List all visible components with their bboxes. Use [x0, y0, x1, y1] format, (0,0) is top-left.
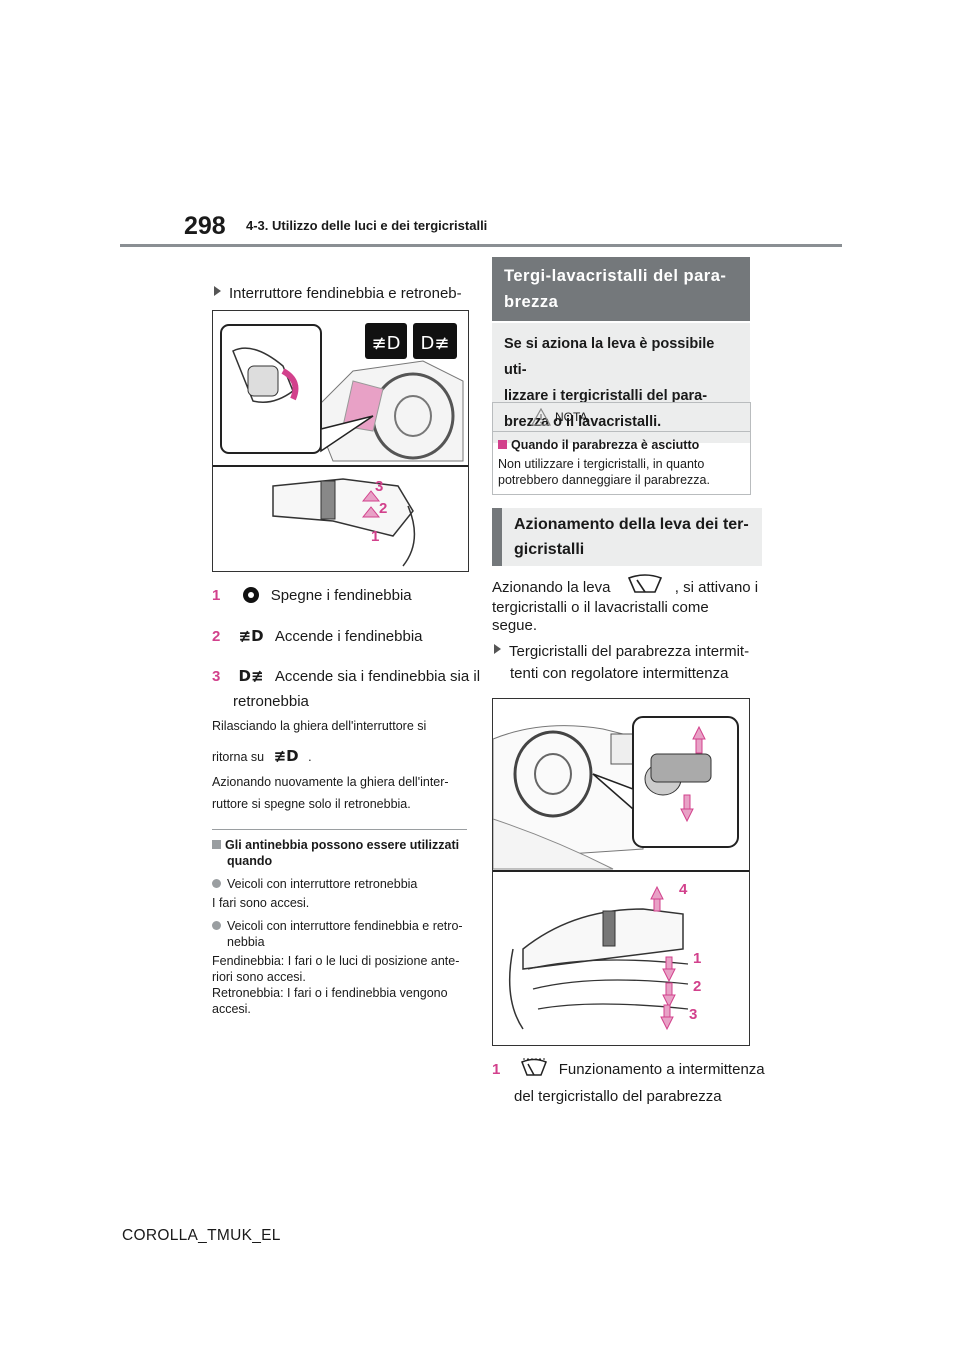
circle-bullet-icon [212, 921, 221, 930]
wiper-item-heading-cont: tenti con regolatore intermittenza [510, 665, 729, 682]
header-divider [120, 244, 842, 247]
fog-bullet-2-text-4: accesi. [212, 1002, 251, 1016]
nota-text-l1: Non utilizzare i tergicristalli, in quan… [498, 457, 705, 471]
off-circle-icon [242, 587, 259, 603]
nota-text-l2: potrebbero danneggiare il parabrezza. [498, 473, 710, 487]
nota-heading: Quando il parabrezza è asciutto [498, 437, 699, 453]
wiper-para-l2: tergicristalli o il lavacristalli come [492, 599, 709, 616]
fog-bullet-2: Veicoli con interruttore fendinebbia e r… [212, 918, 463, 934]
rear-fog-icon: D≢ [238, 667, 264, 685]
wiper-callout-2: 2 [693, 978, 701, 995]
wiper-para-l3: segue. [492, 617, 538, 634]
fog-sub-heading-cont: quando [227, 854, 273, 868]
fog-bullet-2-cont: nebbia [227, 935, 265, 949]
fog-bullet-1: Veicoli con interruttore retronebbia [212, 876, 417, 892]
section-divider [212, 829, 467, 830]
square-bullet-icon [498, 440, 507, 449]
svg-text:≢D: ≢D [372, 333, 401, 354]
fog-bullet-2-text-1: Fendinebbia: I fari o le luci di posizio… [212, 954, 460, 968]
wiper-para-l1: Azionando la leva , si attivano i [492, 574, 758, 600]
nota-box: NOTA Quando il parabrezza è asciutto Non… [492, 402, 751, 495]
fog-para1-l1: Rilasciando la ghiera dell'interruttore … [212, 719, 427, 733]
front-fog-icon: ≢D [238, 627, 264, 645]
fog-sub-heading: Gli antinebbia possono essere utilizzati [212, 837, 459, 853]
wiper-item-heading: Tergicristalli del parabrezza intermit- [494, 640, 749, 664]
fog-callout-2: 2 [379, 500, 387, 517]
wiper-callout-4: 4 [679, 881, 688, 898]
fog-callout-3: 3 [375, 478, 383, 495]
sub-section-title: Azionamento della leva dei ter- gicrista… [492, 508, 762, 566]
wiper-callout-3: 3 [689, 1006, 697, 1023]
fog-list-item-3: 3 D≢ Accende sia i fendinebbia sia il [212, 667, 481, 685]
square-bullet-icon [212, 840, 221, 849]
nota-header: NOTA [493, 403, 750, 432]
fog-list-item-1: 1 Spegne i fendinebbia [212, 587, 412, 604]
fog-bullet-2-text-2: riori sono accesi. [212, 970, 306, 984]
fog-bullet-2-text-3: Retronebbia: I fari o i fendinebbia veng… [212, 986, 448, 1000]
fog-list-item-3-cont: retronebbia [233, 693, 309, 710]
warning-icon [531, 408, 551, 426]
footer-model: COROLLA_TMUK_EL [122, 1227, 281, 1244]
section-title-wipers: Tergi-lavacristalli del para- brezza [492, 257, 750, 321]
wiper-icon [627, 574, 662, 593]
wiper-list-item-1-cont: del tergicristallo del parabrezza [514, 1088, 722, 1105]
fog-switch-figure: ≢D D≢ 3 2 1 [212, 310, 469, 572]
fog-switch-illustration: ≢D D≢ 3 2 1 [213, 323, 468, 567]
fog-list-item-2: 2 ≢D Accende i fendinebbia [212, 627, 423, 645]
triangle-bullet-icon [214, 286, 221, 296]
circle-bullet-icon [212, 879, 221, 888]
wiper-callout-1: 1 [693, 950, 701, 967]
triangle-bullet-icon [494, 644, 501, 654]
fog-callout-1: 1 [371, 528, 379, 545]
page-number: 298 [184, 212, 226, 240]
fog-para2-l2: ruttore si spegne solo il retronebbia. [212, 797, 411, 811]
item-heading-fog: Interruttore fendinebbia e retroneb- [214, 282, 462, 306]
intermittent-wiper-icon [520, 1058, 547, 1076]
svg-text:D≢: D≢ [421, 333, 450, 354]
front-fog-icon: ≢D [273, 747, 299, 765]
intro-box: Se si aziona la leva è possibile uti- li… [492, 323, 750, 443]
section-title: 4-3. Utilizzo delle luci e dei tergicris… [246, 218, 488, 233]
wiper-switch-figure: 4 1 2 3 [492, 698, 750, 1046]
wiper-list-item-1: 1 Funzionamento a intermittenza [492, 1058, 765, 1082]
fog-bullet-1-text: I fari sono accesi. [212, 896, 310, 910]
wiper-switch-illustration: 4 1 2 3 [492, 716, 749, 1031]
fog-para2-l1: Azionando nuovamente la ghiera dell'inte… [212, 775, 449, 789]
fog-para1-l2: ritorna su ≢D . [212, 747, 312, 765]
